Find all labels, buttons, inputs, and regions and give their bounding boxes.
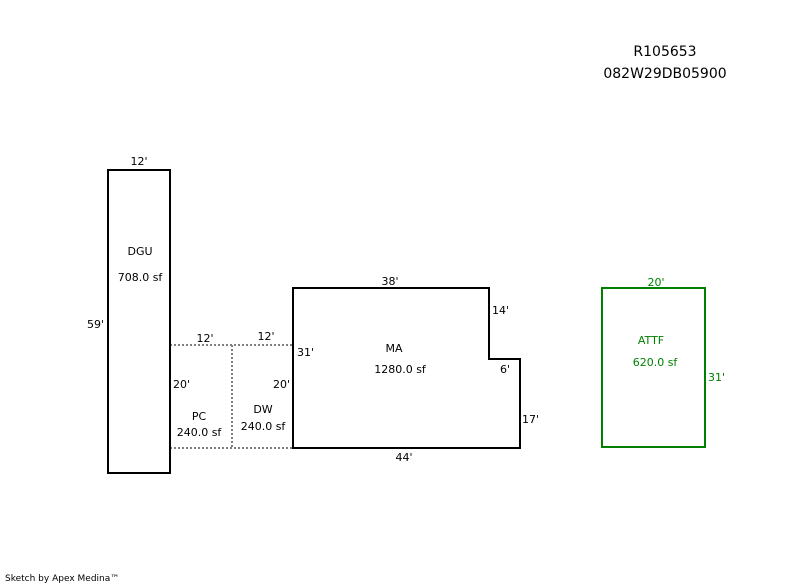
pc-area: 240.0 sf xyxy=(177,426,223,439)
area-pc-dw xyxy=(170,344,293,449)
sketch-credit: Sketch by Apex Medina™ xyxy=(5,574,120,584)
pc-code: PC xyxy=(192,410,207,423)
parcel-id: R105653 xyxy=(633,44,696,60)
dgu-outline[interactable] xyxy=(107,169,171,474)
pc-dim-top: 12' xyxy=(196,332,213,345)
account-id: 082W29DB05900 xyxy=(603,66,726,82)
ma-dim-bottom: 44' xyxy=(395,451,412,464)
area-ma[interactable]: 38' 14' 6' 17' 44' 31' MA 1280.0 sf xyxy=(292,275,539,464)
ma-area: 1280.0 sf xyxy=(374,363,427,376)
attf-outline[interactable] xyxy=(601,287,706,448)
area-attf[interactable]: 20' 31' ATTF 620.0 sf xyxy=(601,276,725,448)
ma-dim-lower-right: 17' xyxy=(522,413,539,426)
dw-code: DW xyxy=(253,403,272,416)
ma-outline[interactable] xyxy=(292,287,521,449)
attf-area: 620.0 sf xyxy=(633,356,679,369)
dgu-dim-left: 59' xyxy=(87,318,104,331)
dw-area: 240.0 sf xyxy=(241,420,287,433)
dgu-dim-top: 12' xyxy=(130,155,147,168)
ma-code: MA xyxy=(385,342,402,355)
ma-dim-top: 38' xyxy=(381,275,398,288)
dgu-code: DGU xyxy=(127,245,152,258)
attf-code: ATTF xyxy=(638,334,664,347)
pc-dim-left: 20' xyxy=(173,378,190,391)
ma-dim-upper-right: 14' xyxy=(492,304,509,317)
area-dgu[interactable]: 12' 59' DGU 708.0 sf xyxy=(87,155,171,474)
ma-dim-left: 31' xyxy=(297,346,314,359)
attf-dim-right: 31' xyxy=(708,371,725,384)
dw-dim-top: 12' xyxy=(257,330,274,343)
ma-dim-step: 6' xyxy=(500,363,510,376)
area-pc[interactable]: 12' 20' PC 240.0 sf xyxy=(173,332,222,439)
dw-dim-right: 20' xyxy=(273,378,290,391)
area-dw[interactable]: 12' 20' DW 240.0 sf xyxy=(241,330,290,433)
dgu-area: 708.0 sf xyxy=(118,271,164,284)
attf-dim-top: 20' xyxy=(647,276,664,289)
